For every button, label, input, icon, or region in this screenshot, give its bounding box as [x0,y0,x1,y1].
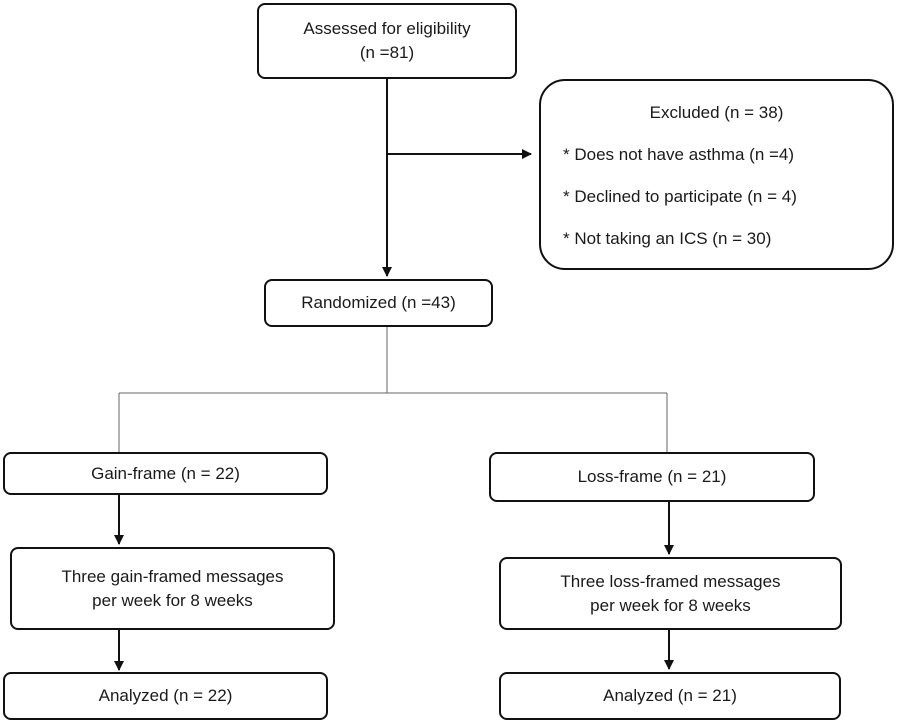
excluded-item: * Does not have asthma (n =4) [563,145,795,164]
loss-intervention-box: Three loss-framed messages per week for … [499,557,842,630]
loss-analyzed-label: Analyzed (n = 21) [603,686,737,705]
loss-frame-box: Loss-frame (n = 21) [489,452,815,502]
gain-intervention-line1: Three gain-framed messages [61,566,284,586]
excluded-title: Excluded (n = 38) [649,103,784,122]
loss-intervention-line1: Three loss-framed messages [560,571,781,591]
randomized-label: Randomized (n =43) [301,293,456,312]
gain-analyzed-box: Analyzed (n = 22) [3,672,328,720]
gain-intervention-box: Three gain-framed messages per week for … [10,547,335,630]
excluded-item: * Declined to participate (n = 4) [563,187,797,206]
excluded-item: * Not taking an ICS (n = 30) [563,229,772,248]
loss-frame-label: Loss-frame (n = 21) [577,467,727,486]
loss-analyzed-box: Analyzed (n = 21) [499,672,841,720]
excluded-box: Excluded (n = 38) * Does not have asthma… [539,79,894,270]
assessed-label: Assessed for eligibility [303,19,471,38]
gain-frame-box: Gain-frame (n = 22) [3,452,328,495]
assessed-box: Assessed for eligibility (n =81) [257,3,517,79]
gain-analyzed-label: Analyzed (n = 22) [98,686,233,705]
gain-frame-label: Gain-frame (n = 22) [91,463,240,483]
assessed-count: (n =81) [359,43,415,62]
gain-intervention-line2: per week for 8 weeks [92,590,253,610]
loss-intervention-line2: per week for 8 weeks [590,595,751,615]
randomized-box: Randomized (n =43) [264,279,493,327]
